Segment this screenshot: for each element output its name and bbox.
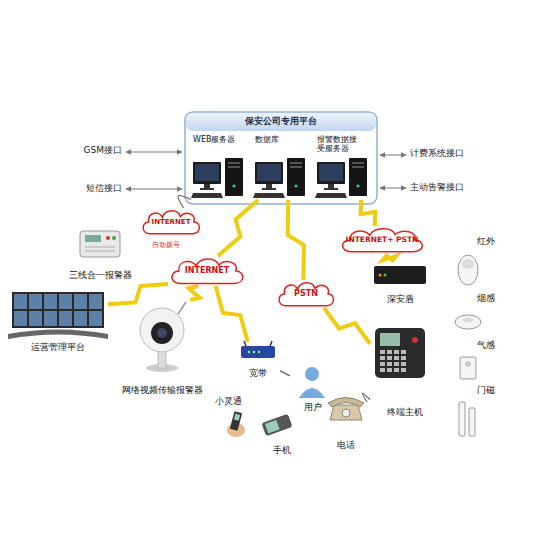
alarm-device: 三线合一报警器 — [60, 228, 140, 280]
shield-device: 深安盾 — [368, 262, 432, 304]
wire-link — [280, 371, 290, 376]
network-cloud: INTERNET+ PSTN — [338, 226, 426, 254]
alarm-icon — [80, 231, 120, 257]
cloud-outline — [279, 283, 333, 306]
network-label: INTERNET — [152, 218, 191, 226]
network-cloud: INTERNET — [168, 256, 246, 286]
node-label: 气感 — [477, 340, 495, 350]
interface-label: 计费系统接口 — [410, 149, 490, 159]
network-label: INTERNET+ PSTN — [346, 236, 419, 245]
sensor-device: 气感 — [455, 340, 495, 382]
interface-arrow — [380, 188, 406, 189]
telephone-device: 电话 — [325, 388, 367, 450]
node-label: 手机 — [273, 445, 291, 455]
node-label: 宽带 — [249, 368, 267, 378]
lightning-link — [383, 254, 396, 262]
node-label: 小灵通 — [215, 396, 242, 406]
shield-box-icon — [374, 266, 426, 284]
lightning-link — [361, 200, 376, 226]
edge-label: 自动拨号 — [152, 242, 180, 250]
camera-icon — [140, 302, 186, 372]
interface-arrow — [126, 189, 182, 190]
phs-icon — [227, 411, 245, 437]
cloud-outline — [143, 211, 199, 234]
network-cloud: PSTN — [276, 280, 336, 308]
interface-label: GSM接口 — [40, 146, 122, 156]
node-label: 三线合一报警器 — [69, 270, 132, 280]
router-device: 宽带 — [236, 342, 280, 378]
lightning-link — [189, 286, 200, 300]
node-label: 门磁 — [477, 385, 495, 395]
network-cloud: INTERNET — [140, 208, 202, 236]
phs-device: 小灵通 — [215, 396, 255, 441]
server-box: 报警数据接受服务器 — [315, 134, 373, 200]
sensor-device: 门磁 — [455, 385, 495, 440]
platform-frame — [185, 112, 377, 204]
node-label: 电话 — [337, 440, 355, 450]
sensor-device: 红外 — [455, 236, 495, 286]
smoke-sensor-icon — [455, 315, 481, 329]
telephone-icon — [328, 398, 364, 421]
network-label: PSTN — [294, 289, 318, 298]
node-label: 用户 — [304, 402, 322, 412]
sensor-device: 烟感 — [455, 293, 495, 335]
terminal-device: 终端主机 — [370, 325, 440, 417]
interface-label: 主动告警接口 — [410, 183, 490, 193]
lightning-link — [324, 308, 370, 344]
server-icon — [253, 158, 305, 198]
node-label: WEB服务器 — [193, 135, 235, 144]
interface-arrow — [126, 152, 182, 153]
node-label: 报警数据接受服务器 — [317, 135, 359, 153]
wire-link — [178, 195, 191, 208]
platform-box: 保安公司专用平台 WEB服务器 数据库 报警数据接受服务器 — [185, 112, 377, 204]
router-icon — [241, 341, 275, 358]
camera-device: 网络视频传输报警器 — [110, 300, 215, 395]
server-icon — [191, 158, 243, 198]
node-label: 运营管理平台 — [31, 342, 85, 352]
node-label: 烟感 — [477, 293, 495, 303]
server-icon — [315, 158, 367, 198]
lightning-link — [108, 284, 168, 304]
mobile-device: 手机 — [258, 415, 306, 455]
monitor-platform: 运营管理平台 — [8, 290, 108, 352]
server-box: WEB服务器 — [191, 134, 249, 200]
terminal-icon — [375, 328, 425, 378]
infrared-sensor-icon — [458, 255, 478, 285]
user-icon — [299, 367, 325, 398]
network-label: INTERNET — [185, 266, 229, 275]
node-label: 保安公司专用平台 — [245, 116, 317, 126]
node-label: 深安盾 — [387, 294, 414, 304]
platform-header — [186, 113, 376, 131]
user-figure: 用户 — [290, 362, 335, 412]
interface-label: 短信接口 — [40, 184, 122, 194]
node-label: 数据库 — [255, 135, 279, 144]
lightning-link — [216, 286, 248, 342]
mobile-icon — [261, 414, 292, 437]
gas-sensor-icon — [460, 357, 476, 379]
node-label: 网络视频传输报警器 — [122, 385, 203, 395]
node-label: 红外 — [477, 236, 495, 246]
lightning-link — [288, 200, 304, 280]
wire-link — [362, 393, 370, 402]
door-sensor-icon — [459, 402, 475, 436]
lightning-link — [218, 200, 258, 256]
cloud-outline — [343, 229, 423, 252]
server-box: 数据库 — [253, 134, 311, 200]
interface-arrow — [380, 155, 406, 156]
node-label: 终端主机 — [387, 407, 423, 417]
monitor-wall-icon — [8, 292, 108, 339]
cloud-outline — [172, 259, 243, 283]
